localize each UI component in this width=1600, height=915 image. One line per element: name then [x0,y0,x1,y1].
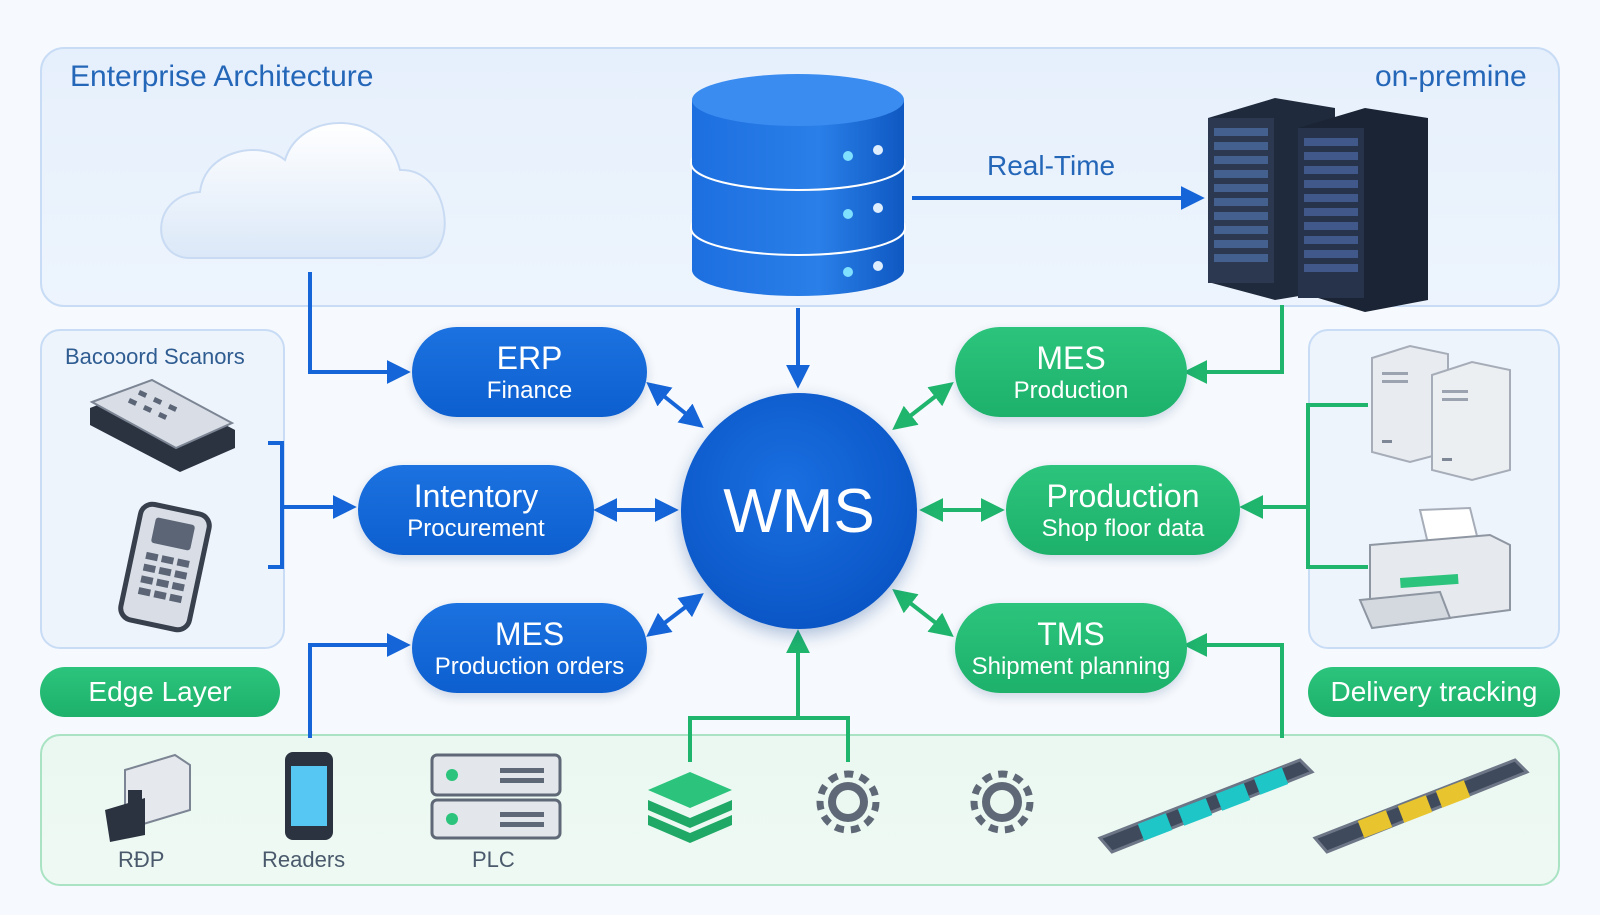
gear-icon [816,770,880,834]
realtime-label: Real-Time [987,150,1116,181]
edge-layer-badge: Edge Layer [40,667,280,717]
server-tower-icon [1371,344,1511,482]
device-label-plc: PLC [472,847,515,872]
phone-icon [285,752,333,840]
device-label-rfid: RÐP [118,847,165,872]
panel-title: Enterprise Architecture [70,60,374,93]
node-title: MES [1036,339,1106,376]
node-subtitle: Procurement [407,514,545,542]
plc-icon [430,753,562,840]
mes-production-node[interactable]: MES Production [955,327,1187,417]
node-subtitle: Production [1013,376,1129,404]
node-title: ERP [496,339,563,376]
printer-icon [1358,506,1511,630]
tms-node[interactable]: TMS Shipment planning [955,603,1187,693]
node-subtitle: Finance [486,376,573,404]
node-title: Production [1046,477,1200,514]
scanners-panel-title: Bacoɔord Scanors [65,344,245,369]
wms-hub[interactable]: WMS [681,393,917,629]
mes-orders-node[interactable]: MES Production orders [412,603,647,693]
node-title: MES [494,615,565,652]
node-title: Intentory [413,477,539,514]
conveyor-icon [1097,758,1315,854]
node-subtitle: Shop floor data [1041,514,1205,542]
on-premise-label: on-premine [1375,60,1527,93]
cloud-icon [160,121,446,259]
stack-icon [648,772,732,843]
barcode-scanner-icon [89,378,235,472]
inventory-node[interactable]: Intentory Procurement [358,465,594,555]
erp-node[interactable]: ERP Finance [412,327,647,417]
blue-connectors [268,186,1205,738]
node-title: TMS [1037,615,1105,652]
server-rack-icon [1208,98,1428,312]
node-subtitle: Production orders [434,652,625,680]
conveyor-icon [1312,758,1530,854]
handheld-scanner-icon [118,501,212,633]
database-icon [690,74,906,296]
gear-icon [970,770,1034,834]
green-connectors [688,305,1368,762]
production-node[interactable]: Production Shop floor data [1006,465,1240,555]
device-label-readers: Readers [262,847,346,872]
node-subtitle: Shipment planning [971,652,1171,680]
delivery-tracking-badge: Delivery tracking [1308,667,1560,717]
rfid-reader-icon [105,753,191,842]
